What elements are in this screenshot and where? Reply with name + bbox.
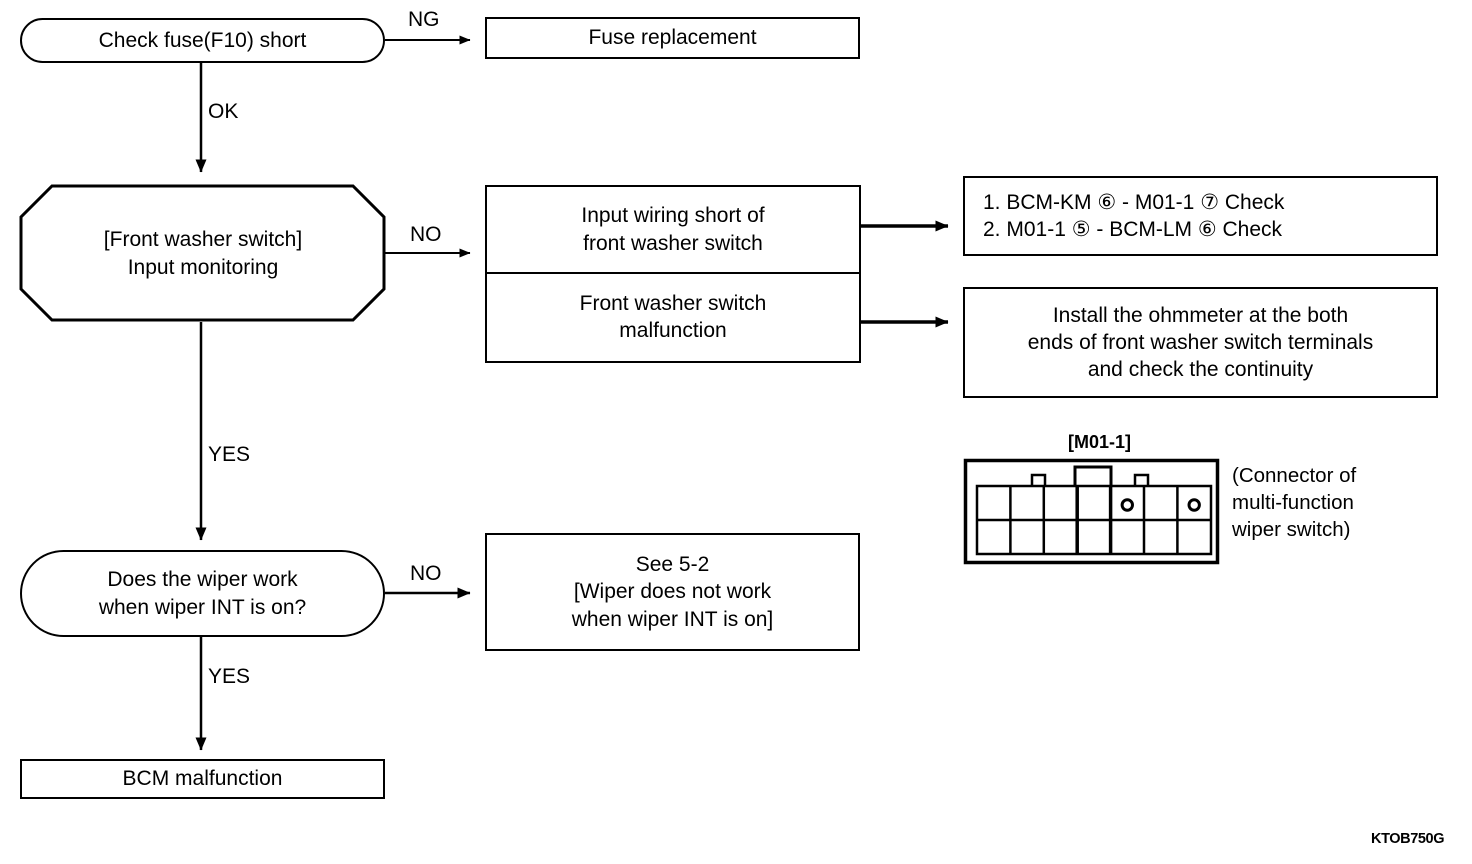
connector-pinout-diagram — [963, 458, 1220, 565]
node-input-wiring-short-label: Input wiring short of front washer switc… — [581, 204, 765, 255]
figure-code: KTOB750G — [1371, 831, 1445, 847]
node-ohmmeter-instruction-label: Install the ohmmeter at the both ends of… — [1027, 303, 1374, 382]
node-see-5-2-label: See 5-2 [Wiper does not work when wiper … — [571, 553, 774, 631]
edge-label-no-2: NO — [410, 562, 442, 585]
edge-label-no-1: NO — [410, 223, 442, 246]
edge-label-ok: OK — [208, 100, 239, 123]
connector-title: [M01-1] — [1068, 432, 1132, 452]
connector-pin-circle-7 — [1187, 498, 1201, 512]
edge-label-yes-1: YES — [208, 443, 251, 466]
connector-pin-circle-5 — [1120, 498, 1135, 512]
node-check-fuse[interactable]: Check fuse(F10) short — [20, 18, 385, 63]
node-bcm-malfunction[interactable]: BCM malfunction — [20, 759, 385, 799]
split-box-divider — [487, 272, 859, 274]
edge-label-yes-2: YES — [208, 665, 251, 688]
node-see-5-2[interactable]: See 5-2 [Wiper does not work when wiper … — [485, 533, 860, 651]
node-bcm-check-list[interactable]: 1. BCM-KM ⑥ - M01-1 ⑦ Check 2. M01-1 ⑤ -… — [963, 176, 1438, 256]
node-input-wiring-short[interactable]: Input wiring short of front washer switc… — [487, 187, 859, 272]
node-front-washer-switch-label: [Front washer switch] Input monitoring — [103, 228, 303, 279]
node-check-fuse-label: Check fuse(F10) short — [98, 28, 307, 52]
node-switch-malfunction-label: Front washer switch malfunction — [579, 291, 767, 342]
node-bcm-malfunction-label: BCM malfunction — [122, 767, 283, 791]
node-split-box: Input wiring short of front washer switc… — [485, 185, 861, 363]
node-fuse-replacement[interactable]: Fuse replacement — [485, 17, 860, 59]
node-front-washer-switch[interactable]: [Front washer switch] Input monitoring — [21, 186, 385, 321]
node-ohmmeter-instruction[interactable]: Install the ohmmeter at the both ends of… — [963, 287, 1438, 398]
node-wiper-int-question-label: Does the wiper work when wiper INT is on… — [98, 568, 307, 619]
connector-pin-grid — [975, 484, 1213, 556]
node-switch-malfunction[interactable]: Front washer switch malfunction — [487, 274, 859, 360]
node-bcm-check-list-label: 1. BCM-KM ⑥ - M01-1 ⑦ Check 2. M01-1 ⑤ -… — [983, 190, 1285, 241]
washer-switch-octagon-outline — [19, 184, 386, 322]
connector-note: (Connector of multi-function wiper switc… — [1232, 464, 1357, 542]
node-fuse-replacement-label: Fuse replacement — [588, 26, 757, 50]
edge-label-ng: NG — [408, 8, 440, 31]
node-wiper-int-question[interactable]: Does the wiper work when wiper INT is on… — [20, 550, 385, 637]
